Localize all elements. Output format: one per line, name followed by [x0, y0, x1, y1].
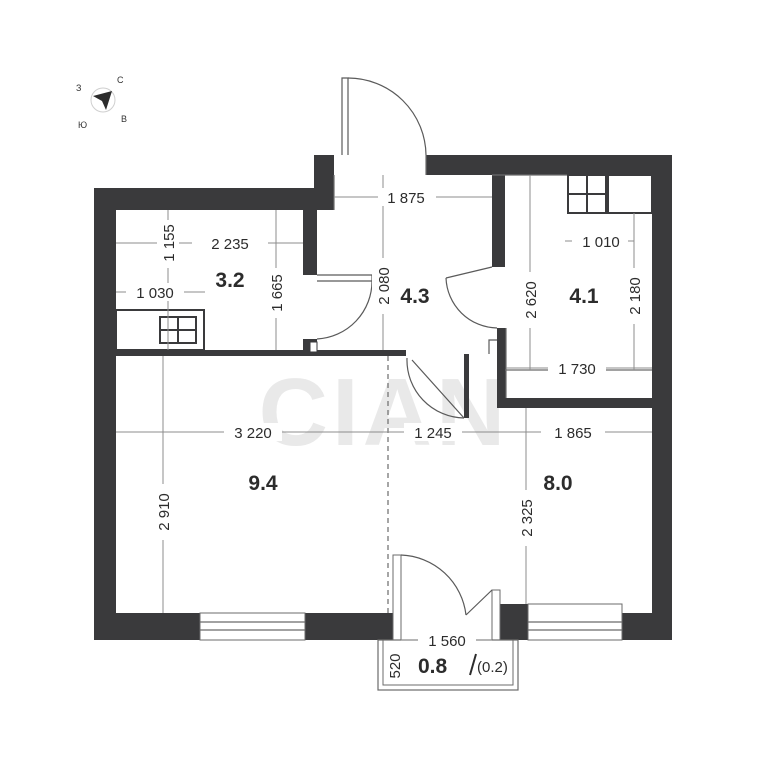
- dim-kitchen-height2: 2 180: [627, 277, 644, 315]
- dim-bedroom-height: 2 325: [519, 499, 536, 537]
- dim-kitchen-fixture: 1 010: [582, 234, 620, 251]
- dim-balcony-width: 1 560: [428, 633, 466, 650]
- dim-hall-width: 1 875: [387, 190, 425, 207]
- dimension-labels: 1 875 2 235 1 155 1 030 1 665 2 080 1 01…: [126, 188, 645, 679]
- dim-living-width: 3 220: [234, 425, 272, 442]
- compass-west: З: [76, 83, 81, 93]
- dim-bath-inner-width: 1 030: [136, 285, 174, 302]
- dim-living-height: 2 910: [156, 493, 173, 531]
- dim-kitchen-height: 2 620: [523, 281, 540, 319]
- compass-south: Ю: [78, 120, 87, 130]
- compass-north: С: [117, 75, 124, 85]
- area-balcony: 0.8: [418, 655, 448, 678]
- area-kitchen: 4.1: [569, 285, 599, 308]
- dim-bath-depth: 1 155: [161, 224, 178, 262]
- room-areas: 3.2 4.3 4.1 9.4 8.0 0.8 (0.2): [215, 269, 599, 678]
- compass: С В Ю З: [76, 75, 127, 130]
- compass-east: В: [121, 114, 127, 124]
- dim-bath-height: 1 665: [269, 274, 286, 312]
- dim-hall-height: 2 080: [376, 267, 393, 305]
- area-living: 9.4: [248, 472, 278, 495]
- area-bedroom: 8.0: [543, 472, 572, 495]
- area-balcony-reduced: (0.2): [477, 659, 508, 676]
- balcony: [377, 554, 519, 691]
- fixtures: [115, 174, 653, 353]
- dim-middle-width: 1 245: [414, 425, 452, 442]
- area-bathroom: 3.2: [215, 269, 244, 292]
- dim-bedroom-width: 1 865: [554, 425, 592, 442]
- area-hall: 4.3: [400, 285, 429, 308]
- outer-walls: [94, 155, 672, 640]
- counter-icon: [607, 174, 653, 214]
- compass-arrow-icon: [93, 91, 112, 110]
- windows: [199, 603, 623, 641]
- dim-kitchen-width: 1 730: [558, 361, 596, 378]
- dim-balcony-depth: 520: [387, 653, 404, 678]
- watermark-text: CIAN: [259, 359, 510, 466]
- dim-bath-width: 2 235: [211, 236, 249, 253]
